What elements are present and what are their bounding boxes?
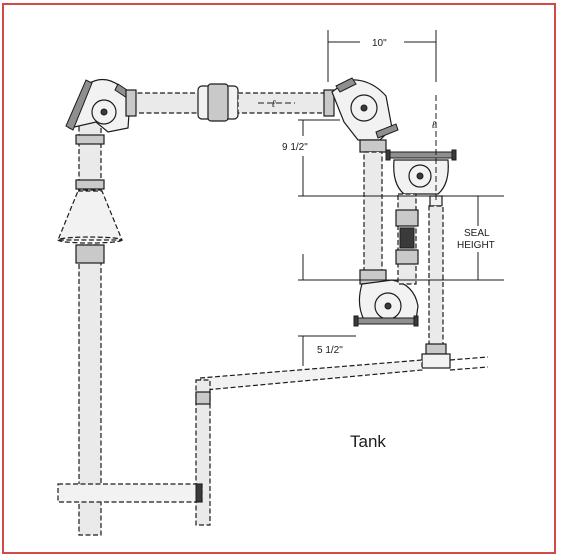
dimension-seal-height: SEAL HEIGHT	[298, 195, 504, 281]
right-drop-pipe	[359, 139, 387, 285]
seal-body	[385, 149, 457, 285]
tank-label: Tank	[350, 432, 386, 451]
svg-text:ℓ: ℓ	[431, 120, 436, 131]
dim-lower-offset-label: 5 1/2"	[317, 345, 343, 356]
dimension-upper-drop: 9 1/2"	[282, 119, 340, 196]
top-horizontal-arm: ℓ	[125, 83, 335, 122]
left-elbow-joint	[65, 78, 137, 133]
lower-horizontal-pipe	[195, 356, 489, 526]
dim-upper-drop-label: 9 1/2"	[282, 142, 308, 153]
dimension-top-width: 10"	[327, 30, 437, 82]
right-vertical-standpipe: ℓ	[421, 95, 451, 369]
dimension-lower-offset: 5 1/2"	[298, 254, 356, 366]
dim-top-width-label: 10"	[372, 38, 387, 49]
dim-seal-height-label-line1: SEAL	[464, 228, 490, 239]
left-cone	[57, 190, 123, 244]
lower-elbow-joint	[353, 279, 419, 327]
dim-seal-height-label-line2: HEIGHT	[457, 240, 495, 251]
svg-text:ℓ: ℓ	[271, 99, 276, 110]
left-riser-pipe	[75, 119, 105, 536]
bottom-clamp	[57, 483, 203, 503]
right-elbow-joint	[331, 77, 399, 141]
